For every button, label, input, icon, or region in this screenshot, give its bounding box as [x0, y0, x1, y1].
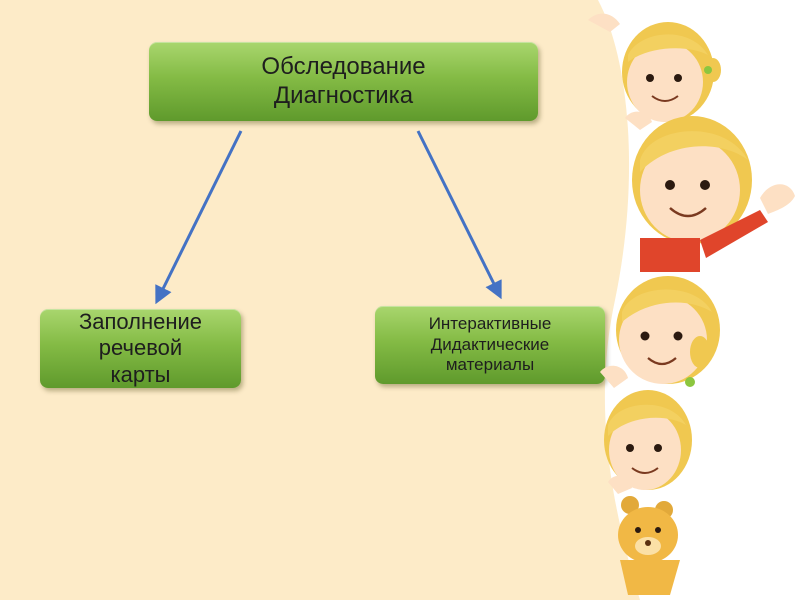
child-face-2	[625, 112, 795, 272]
child-face-3	[600, 276, 720, 388]
child-face-4	[604, 390, 692, 494]
teddy-bear-icon	[618, 496, 680, 595]
child-face-1	[588, 14, 721, 122]
